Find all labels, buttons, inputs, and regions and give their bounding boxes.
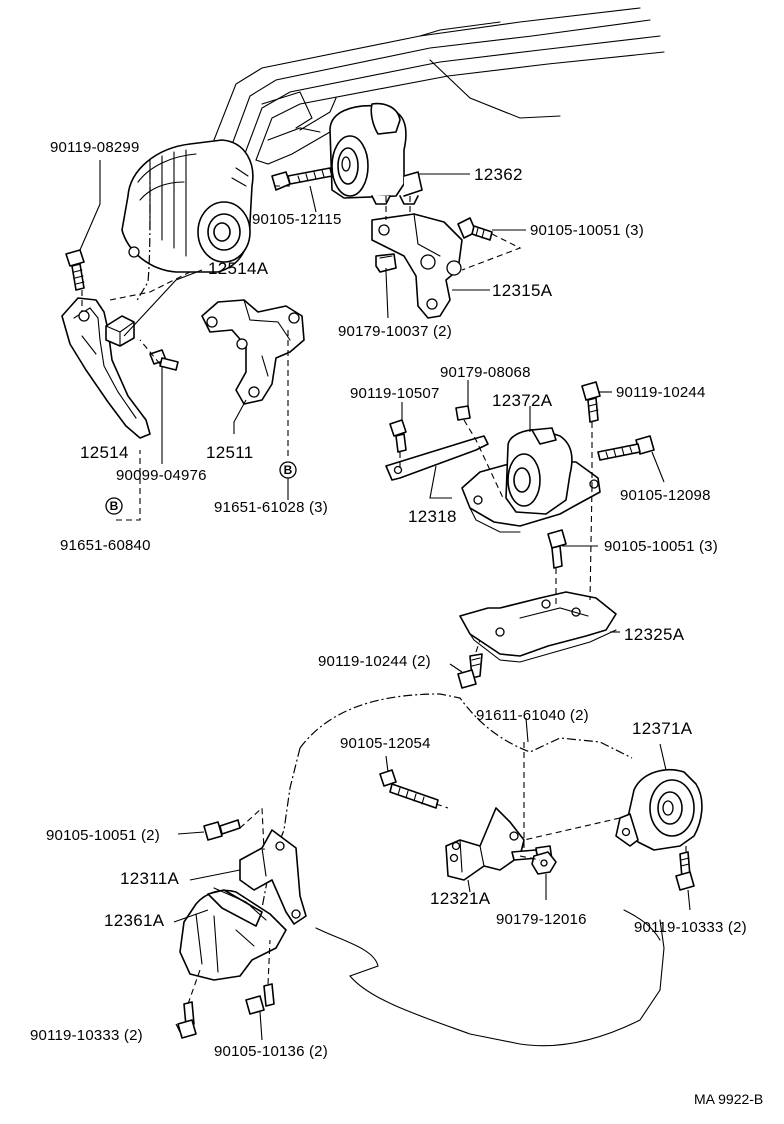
bracket-12514 bbox=[61, 297, 151, 439]
label-90119-10244-upper: 90119-10244 bbox=[616, 384, 706, 401]
label-90119-10333-right: 90119-10333 (2) bbox=[634, 919, 747, 936]
drawing-code: MA 9922-B bbox=[694, 1091, 763, 1107]
label-91651-61028: 91651-61028 (3) bbox=[214, 499, 328, 516]
label-12371A: 12371A bbox=[632, 719, 693, 738]
label-90179-12016: 90179-12016 bbox=[496, 911, 587, 928]
svg-text:B: B bbox=[284, 463, 293, 477]
label-12318: 12318 bbox=[408, 507, 457, 526]
bolt-90105-12054 bbox=[379, 769, 439, 809]
label-90179-08068: 90179-08068 bbox=[440, 364, 531, 381]
assembly-lines bbox=[81, 185, 687, 1005]
label-90105-12115: 90105-12115 bbox=[252, 211, 342, 228]
bolt-90105-10136 bbox=[245, 983, 275, 1015]
bolt-90099-04976 bbox=[149, 349, 179, 371]
reference-mark-b-upper: B bbox=[279, 461, 297, 479]
engine-mount-insulator-12371A bbox=[615, 768, 703, 851]
bracket-12511 bbox=[201, 299, 305, 405]
label-12514A: 12514A bbox=[208, 259, 269, 278]
nut-90179-12016 bbox=[531, 851, 557, 875]
label-90119-08299: 90119-08299 bbox=[50, 139, 140, 156]
bolt-90105-12115 bbox=[271, 167, 333, 191]
bracket-12315A bbox=[371, 213, 463, 319]
engine-mount-insulator-12361A bbox=[179, 887, 287, 981]
bolt-90105-12098 bbox=[597, 435, 655, 461]
label-90099-04976: 90099-04976 bbox=[116, 467, 207, 484]
label-12511: 12511 bbox=[206, 443, 254, 462]
bolt-90119-10333-left bbox=[177, 1001, 197, 1039]
label-12362: 12362 bbox=[474, 165, 523, 184]
bolt-90119-10244-lower bbox=[457, 653, 483, 689]
bolt-90105-10051-bottom bbox=[203, 819, 241, 841]
label-12514: 12514 bbox=[80, 443, 129, 462]
label-90119-10507: 90119-10507 bbox=[350, 385, 440, 402]
label-91611-61040: 91611-61040 (2) bbox=[476, 707, 589, 724]
reference-mark-b-lower: B bbox=[105, 497, 123, 515]
bracket-12325A bbox=[459, 591, 617, 663]
engine-block-outline bbox=[213, 7, 665, 165]
bracket-12321A bbox=[445, 807, 525, 881]
label-12321A: 12321A bbox=[430, 889, 491, 908]
plate-12318 bbox=[385, 435, 489, 481]
label-12315A: 12315A bbox=[492, 281, 553, 300]
svg-text:B: B bbox=[110, 499, 119, 513]
label-90105-10051-top: 90105-10051 (3) bbox=[530, 222, 644, 239]
bolt-90105-10051-top bbox=[457, 217, 493, 241]
label-90119-10244-lower: 90119-10244 (2) bbox=[318, 653, 431, 670]
engine-mount-insulator-12362 bbox=[329, 102, 423, 205]
engine-mount-insulator-12372A bbox=[461, 427, 601, 533]
bracket-12311A bbox=[239, 829, 307, 925]
part-labels: 12362 90105-12115 90105-10051 (3) 12315A… bbox=[30, 139, 763, 1107]
bolt-90119-10507 bbox=[389, 419, 407, 453]
label-90105-10051-bottom: 90105-10051 (2) bbox=[46, 827, 160, 844]
nut-90179-10037 bbox=[375, 253, 397, 273]
bolt-90105-10051-middle bbox=[547, 529, 567, 569]
nut-90179-08068 bbox=[455, 405, 471, 421]
spacer-12514A bbox=[105, 315, 135, 347]
leader-lines bbox=[79, 160, 691, 1041]
label-90119-10333-left: 90119-10333 (2) bbox=[30, 1027, 143, 1044]
label-12311A: 12311A bbox=[120, 869, 180, 888]
label-91651-60840: 91651-60840 bbox=[60, 537, 151, 554]
compressor-housing bbox=[121, 139, 254, 303]
bolt-90119-08299 bbox=[65, 249, 85, 291]
label-90105-10136: 90105-10136 (2) bbox=[214, 1043, 328, 1060]
bolt-90119-10244-upper bbox=[581, 381, 601, 423]
bolt-90119-10333-right bbox=[675, 851, 695, 891]
label-12361A: 12361A bbox=[104, 911, 165, 930]
label-90179-10037: 90179-10037 (2) bbox=[338, 323, 452, 340]
label-12325A: 12325A bbox=[624, 625, 685, 644]
label-90105-12098: 90105-12098 bbox=[620, 487, 711, 504]
label-90105-10051-middle: 90105-10051 (3) bbox=[604, 538, 718, 555]
label-12372A: 12372A bbox=[492, 391, 553, 410]
label-90105-12054: 90105-12054 bbox=[340, 735, 431, 752]
